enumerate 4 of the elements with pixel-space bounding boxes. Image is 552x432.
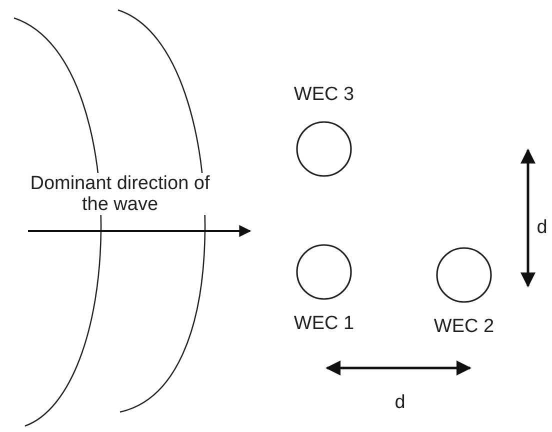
node-label: WEC 3 bbox=[294, 84, 354, 106]
node-label: WEC 2 bbox=[434, 316, 494, 338]
direction-label: Dominant direction of the wave bbox=[30, 173, 210, 215]
node-label: WEC 1 bbox=[294, 313, 354, 335]
